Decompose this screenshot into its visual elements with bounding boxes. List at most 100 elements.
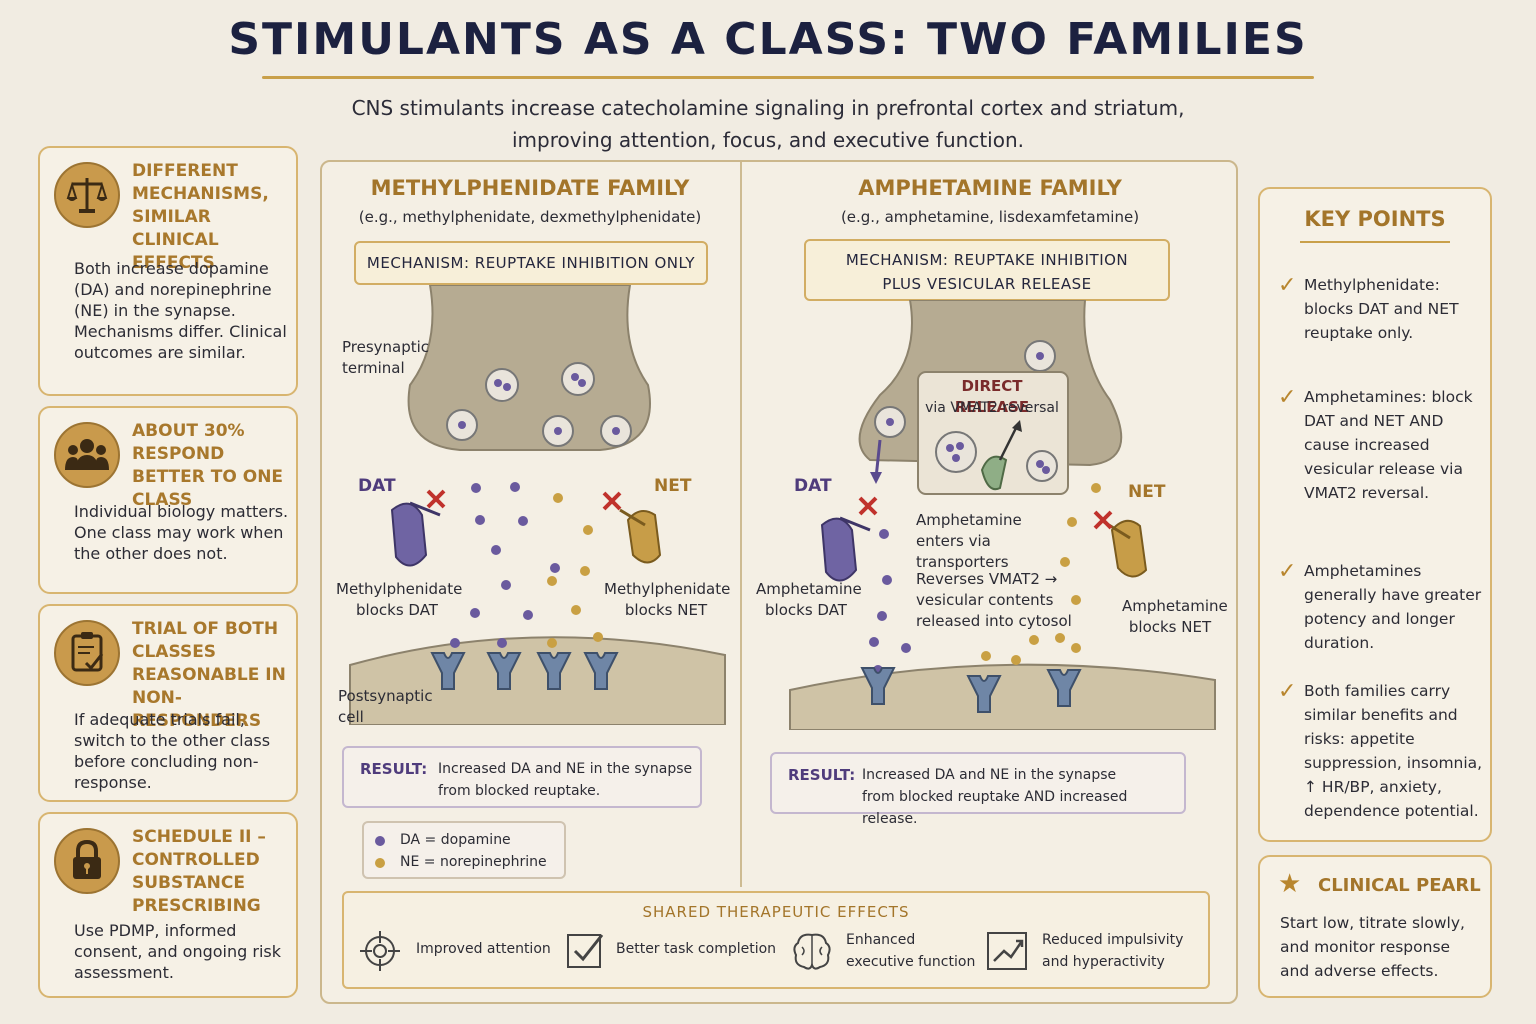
amphetamine-examples: (e.g., amphetamine, lisdexamfetamine) <box>840 208 1140 226</box>
result-line-1: Increased DA and NE in the synapse <box>438 761 693 777</box>
block-x-icon <box>1093 510 1113 530</box>
vmat2-reversal-label: Reverses VMAT2 → vesicular contents rele… <box>916 570 1072 630</box>
star-icon: ★ <box>1278 869 1302 899</box>
subtitle-line-2: improving attention, focus, and executiv… <box>512 128 1024 152</box>
dat-label: DAT <box>358 476 396 496</box>
padlock-icon <box>54 828 120 894</box>
clinical-pearl-card: ★ CLINICAL PEARL Start low, titrate slow… <box>1258 855 1492 998</box>
dopamine-swatch <box>375 836 385 846</box>
presynaptic-terminal <box>407 285 651 451</box>
dat-label: DAT <box>794 476 832 496</box>
dopamine-molecules <box>450 482 560 648</box>
methylphenidate-synapse-diagram <box>349 285 726 725</box>
mechanism-line-2: PLUS VESICULAR RELEASE <box>882 275 1092 293</box>
net-label: NET <box>654 476 692 496</box>
mechanism-line-1: MECHANISM: REUPTAKE INHIBITION <box>845 251 1129 269</box>
shared-effects-box: SHARED THERAPEUTIC EFFECTS Improved atte… <box>342 891 1210 989</box>
title-underline <box>262 76 1314 79</box>
amphetamine-result: RESULT: Increased DA and NE in the synap… <box>770 752 1186 827</box>
norepinephrine-molecules <box>981 483 1101 665</box>
methylphenidate-mechanism: MECHANISM: REUPTAKE INHIBITION ONLY <box>354 241 708 285</box>
brain-icon <box>793 933 831 970</box>
dat-block-label: Methylphenidate blocks DAT <box>336 580 463 619</box>
result-label: RESULT: <box>360 760 428 778</box>
card-response: About 30% respond better to one class In… <box>38 406 298 594</box>
block-x-icon <box>426 489 446 509</box>
result-line-1: Increased DA and NE in the synapse <box>862 767 1117 783</box>
norepinephrine-swatch <box>375 858 385 868</box>
key-point-text: Methylphenidate: blocks DAT and NET reup… <box>1304 276 1459 342</box>
panel-divider <box>740 162 742 887</box>
result-line-2: from blocked reuptake AND increased rele… <box>862 789 1128 827</box>
molecule-legend: DA = dopamine NE = norepinephrine <box>362 821 566 879</box>
card-body: Use PDMP, informed consent, and ongoing … <box>74 921 282 982</box>
norepinephrine-transporter <box>1103 519 1148 578</box>
legend-dopamine: DA = dopamine <box>400 832 511 848</box>
synaptic-vesicle <box>935 431 977 473</box>
checkbox-icon <box>567 934 604 968</box>
synaptic-vesicle <box>446 409 478 441</box>
key-points-card: KEY POINTS ✓ Methylphenidate: blocks DAT… <box>1258 187 1492 842</box>
synaptic-vesicle <box>1026 450 1058 482</box>
amphetamine-synapse-diagram <box>789 300 1216 730</box>
page-title: STIMULANTS AS A CLASS: TWO FAMILIES <box>228 14 1308 65</box>
page-subtitle: CNS stimulants increase catecholamine si… <box>200 92 1336 156</box>
amphetamine-mechanism: MECHANISM: REUPTAKE INHIBITION PLUS VESI… <box>804 239 1170 301</box>
entry-arrow <box>870 439 882 484</box>
clinical-pearl-title: CLINICAL PEARL <box>1318 875 1481 896</box>
presynaptic-label: Presynaptic terminal <box>342 338 430 377</box>
direct-release-subtitle: via VMAT2 reversal <box>925 400 1059 416</box>
release-arrow <box>998 420 1022 461</box>
postsynaptic-label: Postsynaptic cell <box>338 687 433 726</box>
card-body: Both increase dopamine (DA) and norepine… <box>74 259 287 362</box>
postsynaptic-membrane <box>789 663 1216 730</box>
postsynaptic-receptors <box>860 667 1082 713</box>
trend-chart-icon <box>987 932 1027 970</box>
subtitle-line-1: CNS stimulants increase catecholamine si… <box>351 96 1185 120</box>
dopamine-transporter <box>820 516 871 582</box>
methylphenidate-title: METHYLPHENIDATE FAMILY <box>370 176 690 200</box>
result-text: Increased DA and NE in the synapse from … <box>438 758 698 802</box>
methylphenidate-result: RESULT: Increased DA and NE in the synap… <box>342 746 702 808</box>
balance-scale-icon <box>54 162 120 228</box>
card-title: Different mechanisms, similar clinical e… <box>132 161 269 273</box>
card-trial: Trial of both classes reasonable in non-… <box>38 604 298 802</box>
norepinephrine-transporter <box>619 508 662 564</box>
methylphenidate-examples: (e.g., methylphenidate, dexmethylphenida… <box>358 208 702 226</box>
vmat2-transporter <box>980 455 1008 491</box>
postsynaptic-receptors <box>430 652 619 690</box>
legend-norepinephrine: NE = norepinephrine <box>400 854 547 870</box>
amphetamine-enters-label: Amphetamine enters via transporters <box>916 511 1022 571</box>
direct-release-title: DIRECT RELEASE <box>954 377 1030 416</box>
key-points-underline <box>1300 241 1450 243</box>
people-group-icon <box>54 422 120 488</box>
checkmark-icon: ✓ <box>1278 679 1297 704</box>
dopamine-transporter <box>390 501 441 567</box>
checkmark-icon: ✓ <box>1278 273 1297 298</box>
card-title: About 30% respond better to one class <box>132 421 284 510</box>
card-mechanisms: Different mechanisms, similar clinical e… <box>38 146 298 396</box>
block-x-icon <box>602 491 622 511</box>
key-points-title: KEY POINTS <box>1304 207 1446 231</box>
clinical-pearl-body: Start low, titrate slowly, and monitor r… <box>1280 914 1465 980</box>
synaptic-vesicle <box>600 415 632 447</box>
card-title: Schedule II – controlled substance presc… <box>132 827 266 916</box>
block-x-icon <box>858 496 878 516</box>
dopamine-molecules <box>869 529 911 675</box>
effect-label: Improved attention <box>416 941 551 957</box>
card-body: If adequate trials fail, switch to the o… <box>74 710 271 792</box>
checkmark-icon: ✓ <box>1278 385 1297 410</box>
card-body: Individual biology matters. One class ma… <box>74 502 289 563</box>
result-line-2: from blocked reuptake. <box>438 783 601 799</box>
synaptic-vesicle <box>542 415 574 447</box>
card-title: Trial of both classes reasonable in non-… <box>132 619 286 731</box>
checkmark-icon: ✓ <box>1278 559 1297 584</box>
key-point-text: Amphetamines: block DAT and NET AND caus… <box>1304 388 1473 502</box>
effect-label: Enhanced executive function <box>846 932 976 970</box>
key-point-text: Amphetamines generally have greater pote… <box>1304 562 1482 652</box>
synaptic-vesicle <box>1024 340 1056 372</box>
card-schedule: Schedule II – controlled substance presc… <box>38 812 298 998</box>
result-text: Increased DA and NE in the synapse from … <box>862 764 1182 830</box>
clipboard-check-icon <box>54 620 120 686</box>
synaptic-vesicle <box>485 368 519 402</box>
